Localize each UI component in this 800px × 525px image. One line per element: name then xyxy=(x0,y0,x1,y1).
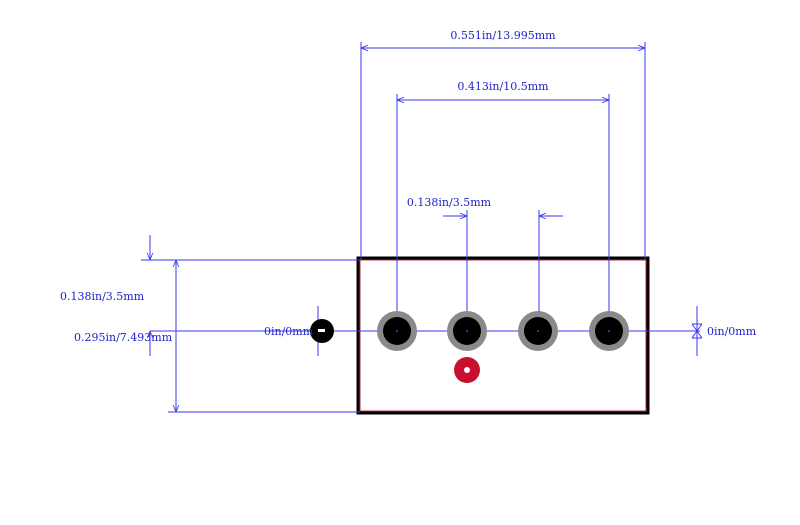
outer-pin-span-dimension xyxy=(396,94,610,330)
pin-one-marker-dot xyxy=(464,367,470,373)
pin-pitch-label: 0.138in/3.5mm xyxy=(407,196,492,209)
origin-left-marker-dash xyxy=(318,329,325,332)
overall-width-dimension xyxy=(360,42,646,260)
overall-width-label: 0.551in/13.995mm xyxy=(450,29,556,42)
pad-pin-1 xyxy=(377,311,417,351)
pin-row-offset-label: 0.138in/3.5mm xyxy=(60,290,145,303)
origin-left-label: 0in/0mm xyxy=(264,325,314,338)
origin-right-label: 0in/0mm xyxy=(707,325,757,338)
pad-pin-2 xyxy=(447,311,487,351)
pin-pitch-dimension xyxy=(443,210,563,330)
origin-right-dimension xyxy=(691,306,703,356)
component-body-outline xyxy=(356,256,650,415)
pad-pin-3 xyxy=(518,311,558,351)
outer-pin-span-label: 0.413in/10.5mm xyxy=(457,80,549,93)
pin-row-offset-dimension xyxy=(141,235,360,356)
body-height-label: 0.295in/7.493mm xyxy=(74,331,173,344)
pad-pin-4 xyxy=(589,311,629,351)
pad-row xyxy=(377,311,629,351)
component-body-inner-outline xyxy=(359,259,647,412)
